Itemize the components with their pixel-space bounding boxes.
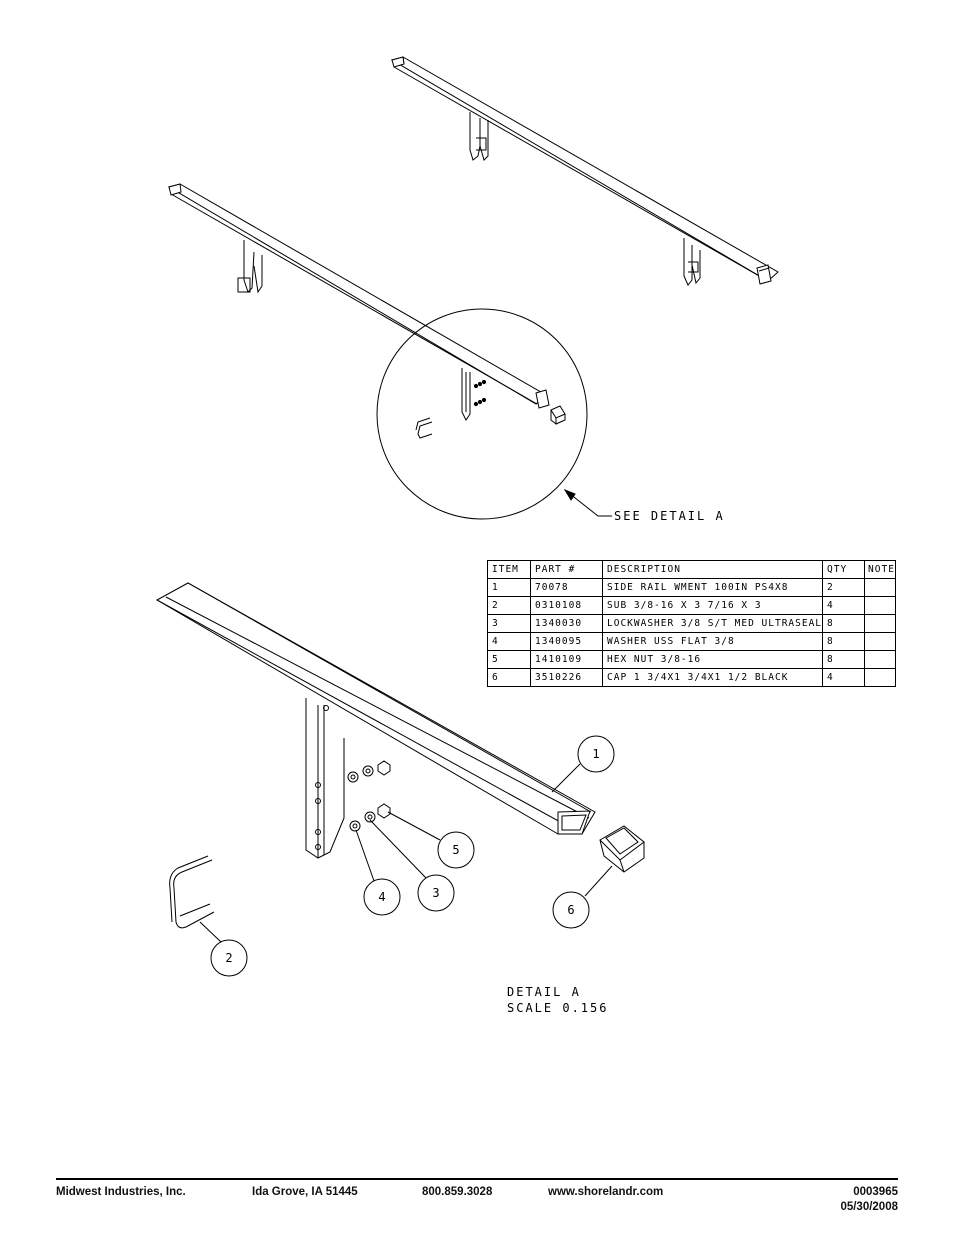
footer-location: Ida Grove, IA 51445 [252, 1186, 358, 1198]
balloon-4: 4 [378, 890, 385, 904]
bom-note [864, 578, 897, 597]
bom-description: HEX NUT 3/8-16 [601, 650, 824, 669]
balloon-5: 5 [452, 843, 459, 857]
bom-row: 4 1340095 WASHER USS FLAT 3/8 8 [487, 632, 897, 651]
bom-item: 5 [487, 650, 531, 669]
bom-note [864, 614, 897, 633]
bom-item: 6 [487, 668, 531, 687]
bom-description: LOCKWASHER 3/8 S/T MED ULTRASEAL [601, 614, 824, 633]
bom-note [864, 668, 897, 687]
bom-note [864, 596, 897, 615]
bom-part: 70078 [530, 578, 603, 597]
lower-side-rail [167, 183, 550, 409]
bom-item: 3 [487, 614, 531, 633]
bom-qty: 4 [822, 668, 866, 687]
footer-company: Midwest Industries, Inc. [56, 1186, 186, 1198]
see-detail-label: SEE DETAIL A [614, 509, 725, 523]
bom-description: CAP 1 3/4X1 3/4X1 1/2 BLACK [601, 668, 824, 687]
detail-title: DETAIL A [507, 985, 581, 999]
footer-phone: 800.859.3028 [422, 1186, 493, 1198]
bom-part: 1410109 [530, 650, 603, 669]
bom-header-row: ITEM PART # DESCRIPTION QTY NOTE [487, 560, 897, 579]
detail-a-rail [155, 582, 645, 929]
bom-header-part: PART # [530, 560, 603, 579]
bom-header-qty: QTY [822, 560, 866, 579]
bom-part: 0310108 [530, 596, 603, 615]
bom-description: WASHER USS FLAT 3/8 [601, 632, 824, 651]
bom-row: 3 1340030 LOCKWASHER 3/8 S/T MED ULTRASE… [487, 614, 897, 633]
bom-note [864, 650, 897, 669]
bom-part: 1340030 [530, 614, 603, 633]
bom-note [864, 632, 897, 651]
bom-part: 3510226 [530, 668, 603, 687]
bom-qty: 2 [822, 578, 866, 597]
bom-qty: 8 [822, 632, 866, 651]
bom-qty: 4 [822, 596, 866, 615]
detail-circle [376, 308, 612, 520]
bom-header-note: NOTE [864, 560, 897, 579]
bom-item: 1 [487, 578, 531, 597]
bom-item: 4 [487, 632, 531, 651]
detail-scale: SCALE 0.156 [507, 1001, 608, 1015]
bom-item: 2 [487, 596, 531, 615]
balloon-3: 3 [432, 886, 439, 900]
bom-row: 5 1410109 HEX NUT 3/8-16 8 [487, 650, 897, 669]
balloon-2: 2 [225, 951, 232, 965]
balloon-1: 1 [592, 747, 599, 761]
bom-header-item: ITEM [487, 560, 531, 579]
bom-qty: 8 [822, 650, 866, 669]
footer-divider [56, 1178, 898, 1180]
bom-row: 6 3510226 CAP 1 3/4X1 3/4X1 1/2 BLACK 4 [487, 668, 897, 687]
bom-header-description: DESCRIPTION [601, 560, 824, 579]
footer-doc-number: 0003965 [853, 1186, 898, 1198]
bom-description: SIDE RAIL WMENT 100IN PS4X8 [601, 578, 824, 597]
footer-website: www.shorelandr.com [548, 1186, 664, 1198]
footer-date: 05/30/2008 [840, 1201, 898, 1213]
bom-qty: 8 [822, 614, 866, 633]
balloon-6: 6 [567, 903, 574, 917]
bom-description: SUB 3/8-16 X 3 7/16 X 3 [601, 596, 824, 615]
bom-part: 1340095 [530, 632, 603, 651]
bom-row: 2 0310108 SUB 3/8-16 X 3 7/16 X 3 4 [487, 596, 897, 615]
upper-side-rail [390, 56, 779, 286]
callout-balloons [199, 735, 615, 977]
bill-of-materials: ITEM PART # DESCRIPTION QTY NOTE 1 70078… [487, 560, 897, 687]
bom-row: 1 70078 SIDE RAIL WMENT 100IN PS4X8 2 [487, 578, 897, 597]
